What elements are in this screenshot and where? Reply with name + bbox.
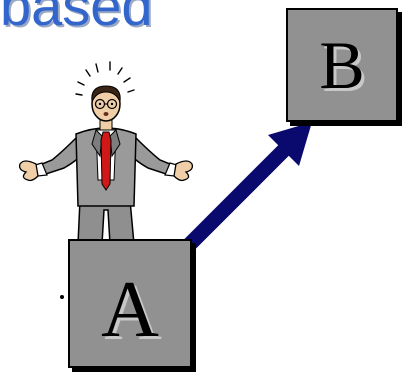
box-a: A xyxy=(68,239,192,368)
slide-title: based xyxy=(0,0,153,37)
box-a-label: A xyxy=(101,265,159,354)
confused-businessman-icon xyxy=(18,61,194,244)
box-b-label: B xyxy=(319,27,365,103)
bullet-dot xyxy=(60,295,64,299)
box-b: B xyxy=(286,8,398,122)
